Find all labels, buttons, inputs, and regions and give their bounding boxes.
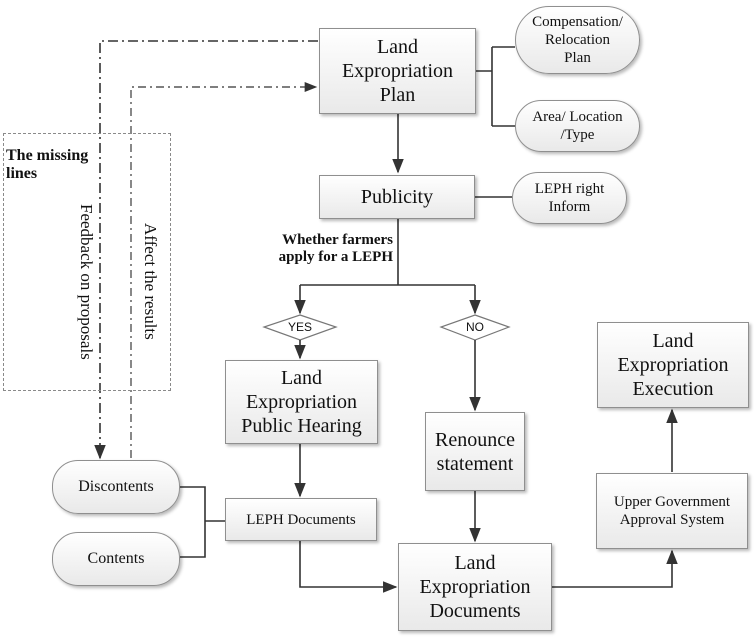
renounce-statement-box: Renounce statement [425,412,525,491]
arrow-leph-docs-to-lep-docs [299,541,398,593]
line-plan-to-attributes [476,46,515,127]
area-location-type-pill: Area/ Location /Type [515,100,640,152]
missing-lines-title: The missing lines [6,147,89,183]
line-publicity-branch [300,219,475,286]
leph-documents-box: LEPH Documents [225,498,377,541]
land-expropriation-documents-box: Land Expropriation Documents [398,543,552,631]
compensation-relocation-plan-pill: Compensation/ Relocation Plan [515,6,640,74]
yes-label: YES [287,320,312,334]
missing-line-feedback [94,40,318,460]
land-expropriation-public-hearing-box: Land Expropriation Public Hearing [225,360,378,444]
discontents-pill: Discontents [52,460,180,514]
leph-right-inform-pill: LEPH right Inform [512,172,627,224]
contents-pill: Contents [52,532,180,586]
land-expropriation-execution-box: Land Expropriation Execution [597,322,749,408]
decision-question: Whether farmers apply for a LEPH [278,232,393,266]
publicity-box: Publicity [319,175,475,219]
no-label: NO [466,320,484,334]
land-expropriation-plan-box: Land Expropriation Plan [319,28,476,114]
upper-government-approval-system-box: Upper Government Approval System [596,473,748,549]
missing-lines-region [3,133,171,391]
arrow-lep-docs-to-upper-gov [552,549,678,588]
feedback-on-proposals-label: Feedback on proposals [77,204,96,360]
affect-the-results-label: Affect the results [141,223,160,340]
line-feedback-bracket [180,486,225,558]
